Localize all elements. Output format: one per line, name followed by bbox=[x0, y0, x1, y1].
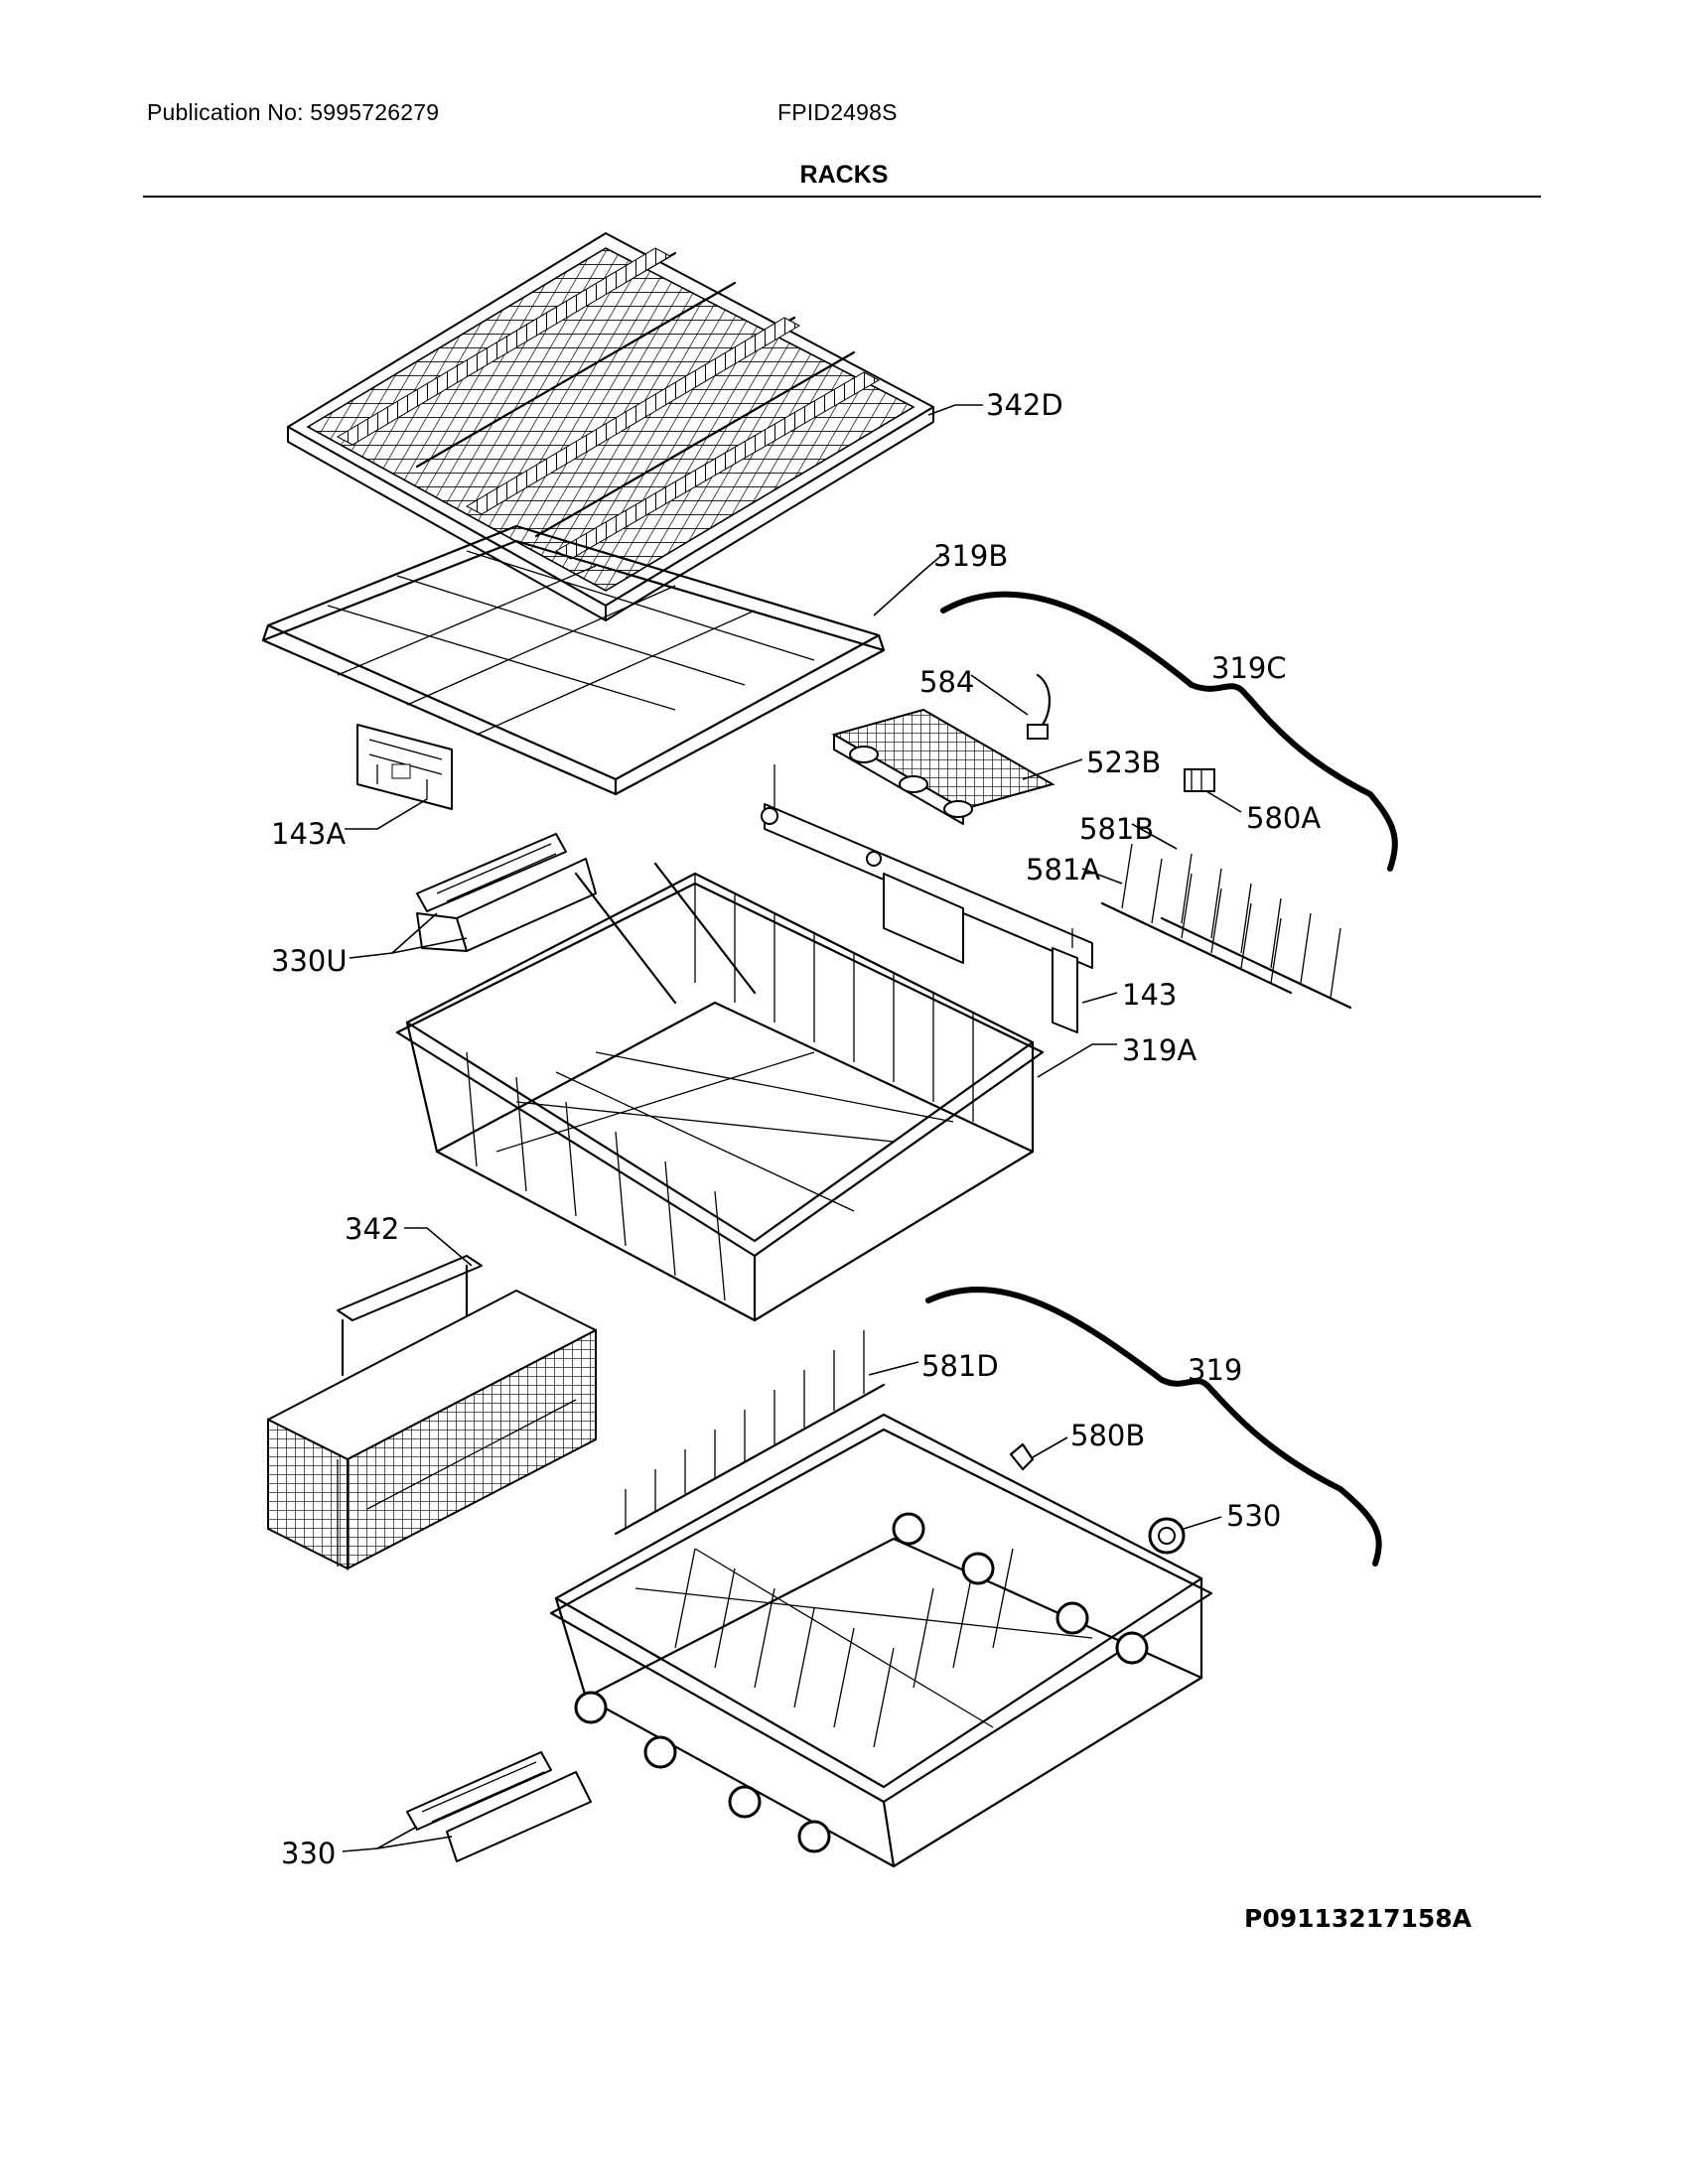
lower-rack-wheels bbox=[574, 1512, 1149, 1853]
callout-342D: 342D bbox=[986, 388, 1063, 422]
lower-rack-319 bbox=[549, 1413, 1213, 1868]
tine-row-581B bbox=[1160, 853, 1352, 1010]
callout-143A: 143A bbox=[271, 817, 346, 851]
leader-584 bbox=[970, 674, 1029, 716]
leader-523B bbox=[1022, 758, 1083, 780]
callout-319C: 319C bbox=[1211, 651, 1287, 685]
callout-530: 530 bbox=[1226, 1499, 1281, 1533]
leader-581A bbox=[1081, 868, 1123, 885]
leader-319A bbox=[1037, 1043, 1117, 1078]
model-number: FPID2498S bbox=[777, 99, 898, 125]
callout-143: 143 bbox=[1122, 978, 1177, 1012]
page-title: RACKS bbox=[799, 161, 889, 189]
callout-581A: 581A bbox=[1026, 853, 1100, 887]
third-rack-tray-342D bbox=[287, 232, 934, 621]
callout-319: 319 bbox=[1188, 1353, 1242, 1387]
leader-330 bbox=[342, 1826, 453, 1852]
leader-143A bbox=[345, 798, 428, 830]
brace-319 bbox=[925, 1287, 1382, 1567]
callout-330: 330 bbox=[281, 1837, 336, 1870]
upper-rack-trim-330U bbox=[416, 833, 597, 952]
upper-rack-319A bbox=[395, 862, 1045, 1322]
leader-342 bbox=[404, 1227, 473, 1267]
callout-581B: 581B bbox=[1079, 812, 1154, 846]
wheel-530 bbox=[1148, 1517, 1186, 1555]
callout-342: 342 bbox=[345, 1212, 399, 1246]
brace-319C bbox=[940, 591, 1398, 872]
leader-342D bbox=[927, 404, 983, 416]
leader-580A bbox=[1205, 790, 1242, 813]
leader-319B bbox=[873, 553, 944, 616]
tine-row-581D bbox=[614, 1330, 886, 1536]
callout-581D: 581D bbox=[921, 1349, 999, 1383]
tine-row-581A bbox=[1100, 843, 1293, 995]
rack-adjuster-bar-143 bbox=[761, 764, 1093, 1033]
rack-adjuster-143A bbox=[356, 724, 453, 810]
cup-shelf-523B bbox=[831, 708, 1055, 825]
leader-580B bbox=[1032, 1436, 1068, 1458]
leader-330U bbox=[349, 912, 468, 959]
callout-580A: 580A bbox=[1246, 801, 1321, 835]
lower-rack-trim-330 bbox=[406, 1751, 592, 1862]
callout-319A: 319A bbox=[1122, 1033, 1196, 1067]
header-rule bbox=[143, 196, 1541, 198]
leader-143 bbox=[1081, 992, 1118, 1004]
publication-number: Publication No: 5995726279 bbox=[147, 99, 440, 125]
callout-330U: 330U bbox=[271, 944, 348, 978]
callout-580B: 580B bbox=[1070, 1419, 1145, 1452]
callout-584: 584 bbox=[919, 665, 974, 699]
diagram-id: P09113217158A bbox=[1244, 1904, 1473, 1933]
callout-319B: 319B bbox=[933, 539, 1008, 573]
third-rack-frame-319B bbox=[261, 524, 886, 796]
stop-580B bbox=[1009, 1442, 1035, 1471]
silverware-basket-342 bbox=[267, 1255, 597, 1570]
stop-580A bbox=[1184, 768, 1215, 792]
clip-584 bbox=[1027, 673, 1051, 740]
leader-581D bbox=[868, 1361, 919, 1376]
leader-581B bbox=[1131, 823, 1178, 850]
callout-523B: 523B bbox=[1086, 746, 1161, 779]
leader-530 bbox=[1183, 1516, 1222, 1530]
